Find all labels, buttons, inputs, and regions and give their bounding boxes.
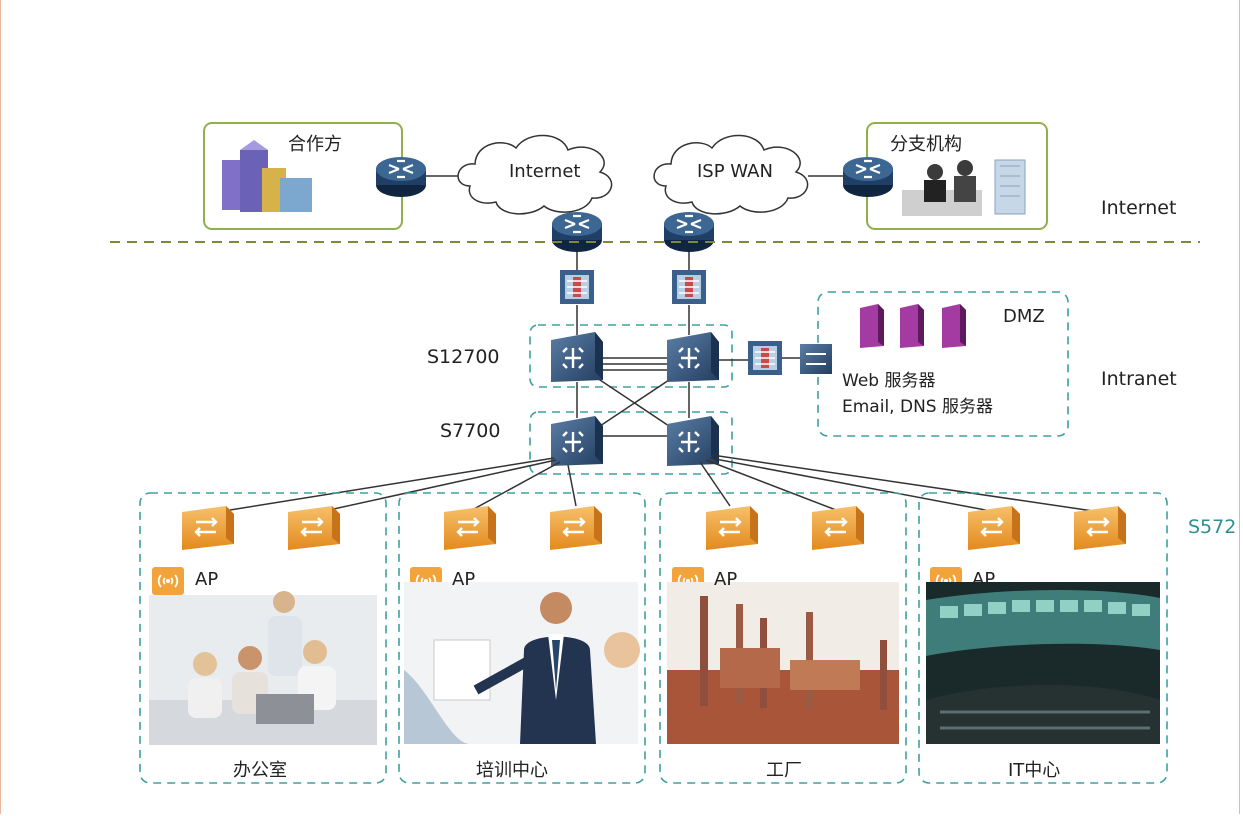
branch-office-image — [902, 159, 1026, 216]
s12700-label: S12700 — [427, 346, 500, 368]
access-switch-label: S572 — [1188, 516, 1237, 538]
access-links — [229, 454, 1101, 513]
ap-icon-1 — [151, 566, 185, 596]
access-switch-icon-5 — [704, 504, 760, 552]
dmz-web-server-label: Web 服务器 — [842, 371, 936, 391]
training-photo — [404, 582, 640, 744]
access-switch-icon-4 — [548, 504, 604, 552]
access-switch-icon-1 — [180, 504, 236, 552]
site-name-training: 培训中心 — [476, 760, 548, 781]
site-name-factory: 工厂 — [766, 760, 802, 781]
site-ap-label-1: AP — [195, 569, 219, 590]
firewall-icon-right — [671, 269, 707, 305]
dmz-switch-icon — [800, 344, 832, 374]
server-icon-1 — [860, 304, 884, 348]
internet-cloud-label: Internet — [509, 161, 581, 182]
branch-router-icon — [841, 155, 895, 199]
dmz-email-dns-label: Email, DNS 服务器 — [842, 397, 993, 417]
dmz-firewall-icon — [747, 340, 783, 376]
site-name-it-center: IT中心 — [1008, 760, 1061, 781]
site-name-office: 办公室 — [233, 760, 287, 781]
firewall-icon-left — [559, 269, 595, 305]
isp-wan-cloud — [653, 134, 809, 215]
dmz-label: DMZ — [1003, 306, 1045, 327]
access-switch-icon-3 — [442, 504, 498, 552]
s12700-switch-icon-left — [549, 330, 605, 384]
isp-wan-cloud-label: ISP WAN — [697, 161, 773, 182]
internet-cloud — [457, 134, 613, 215]
internet-zone-label: Internet — [1101, 197, 1177, 219]
office-photo — [149, 591, 377, 745]
access-switch-icon-6 — [810, 504, 866, 552]
internet-edge-router-icon — [550, 210, 604, 254]
s7700-switch-icon-left — [549, 414, 605, 468]
core-links — [576, 357, 800, 437]
s12700-switch-icon-right — [665, 330, 721, 384]
site-ap-label-2: AP — [452, 569, 476, 590]
partner-router-icon — [374, 155, 428, 199]
site-ap-label-3: AP — [714, 569, 738, 590]
factory-photo — [667, 582, 899, 744]
wan-links — [425, 175, 845, 335]
wan-edge-router-icon — [662, 210, 716, 254]
access-switch-icon-7 — [966, 504, 1022, 552]
branch-label: 分支机构 — [890, 134, 962, 155]
access-switch-icon-2 — [286, 504, 342, 552]
access-switch-icon-8 — [1072, 504, 1128, 552]
partner-label: 合作方 — [288, 134, 342, 155]
site-ap-label-4: AP — [972, 569, 996, 590]
it-center-photo — [926, 582, 1160, 744]
server-icon-3 — [942, 304, 966, 348]
intranet-zone-label: Intranet — [1101, 368, 1177, 390]
partner-building-image — [222, 140, 312, 212]
server-icon-2 — [900, 304, 924, 348]
s7700-label: S7700 — [440, 420, 501, 442]
